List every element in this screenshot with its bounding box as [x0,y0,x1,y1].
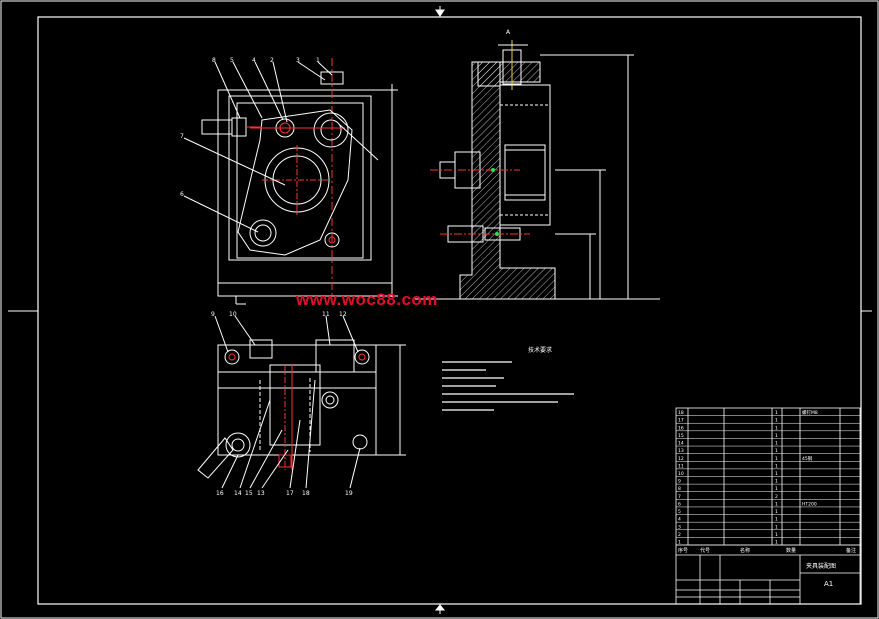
bom-cell: 8 [678,486,681,492]
bom-header-cell: 代号 [700,547,710,554]
balloon-label: 1 [316,57,320,64]
technical-requirements: 技术要求 [442,346,574,411]
bom-cell: 10 [678,471,684,477]
balloon-label: 5 [230,57,234,64]
bom-cell: 45钢 [802,455,813,462]
bom-cell: 5 [678,509,681,515]
bom-cell: 12 [678,456,684,462]
bom-cell: 14 [678,441,684,447]
balloon-label: 9 [211,311,215,318]
bom-cell: 3 [678,524,681,530]
front-view [183,58,398,305]
bom-cell: 1 [775,441,778,447]
bom-cell: 1 [775,418,778,424]
bom-cell: 16 [678,425,684,431]
bom-cell: 15 [678,433,684,439]
balloon-label: 15 [245,490,253,497]
balloon-label: 7 [180,133,184,140]
watermark: www.woc88.com [296,290,438,309]
bom-cell: 1 [775,433,778,439]
bom-cell: 18 [678,410,684,416]
balloon-label: 13 [257,490,265,497]
tech-req-title: 技术要求 [528,346,552,354]
bom-cell: 1 [775,486,778,492]
bottom-view [197,315,406,489]
bom-cell: 1 [775,532,778,538]
balloon-label: 14 [234,490,242,497]
bom-header: 序号 代号 名称 数量 备注 [678,547,856,554]
bom-cell: 1 [775,463,778,469]
bom-cell: 1 [775,425,778,431]
bom-cell: 螺钉M8 [802,409,818,416]
bom-table [675,407,861,605]
bom-cell: 11 [678,463,684,469]
bom-cell: 17 [678,418,684,424]
balloon-label: 19 [345,490,353,497]
bom-cell: 1 [775,517,778,523]
bom-cell: 2 [775,494,778,500]
bom-cell: 9 [678,479,681,485]
bom-header-cell: 名称 [740,547,750,554]
bom-cell: HT200 [802,501,817,507]
balloon-label: 18 [302,490,310,497]
balloon-label: 11 [322,311,330,318]
bom-cell: 1 [775,479,778,485]
balloon-label: 2 [270,57,274,64]
bom-cell: 1 [775,540,778,546]
bom-cell: 7 [678,494,681,500]
bom-cell: 6 [678,501,681,507]
bom-cell: 1 [775,509,778,515]
bom-header-cell: 序号 [678,547,688,554]
balloon-label: 16 [216,490,224,497]
balloon-label: 17 [286,490,294,497]
bom-cell: 1 [775,456,778,462]
balloon-label: 3 [296,57,300,64]
bom-cell: 1 [678,540,681,546]
bom-cell: 1 [775,501,778,507]
side-view [415,40,660,300]
side-view-label: A [506,29,511,36]
bom-header-cell: 数量 [786,547,796,554]
balloon-label: 12 [339,311,347,318]
bom-cell: 1 [775,524,778,530]
balloon-label: 6 [180,191,184,198]
balloon-label: 8 [212,57,216,64]
balloon-label: 4 [252,57,256,64]
bom-cell: 1 [775,448,778,454]
bom-header-cell: 备注 [846,547,856,554]
bom-cell: 13 [678,448,684,454]
bottom-view-balloons: 9 10 11 12 16 14 15 13 17 18 19 [211,311,353,497]
balloon-label: 10 [229,311,237,318]
bom-cell: 4 [678,517,681,523]
sheet-size: A1 [824,580,833,588]
bom-cell: 1 [775,410,778,416]
front-view-balloons: 8 5 4 2 3 1 7 6 [180,57,320,198]
title-block-name: 夹具装配图 [806,562,836,570]
bom-cell: 1 [775,471,778,477]
bom-cell: 2 [678,532,681,538]
